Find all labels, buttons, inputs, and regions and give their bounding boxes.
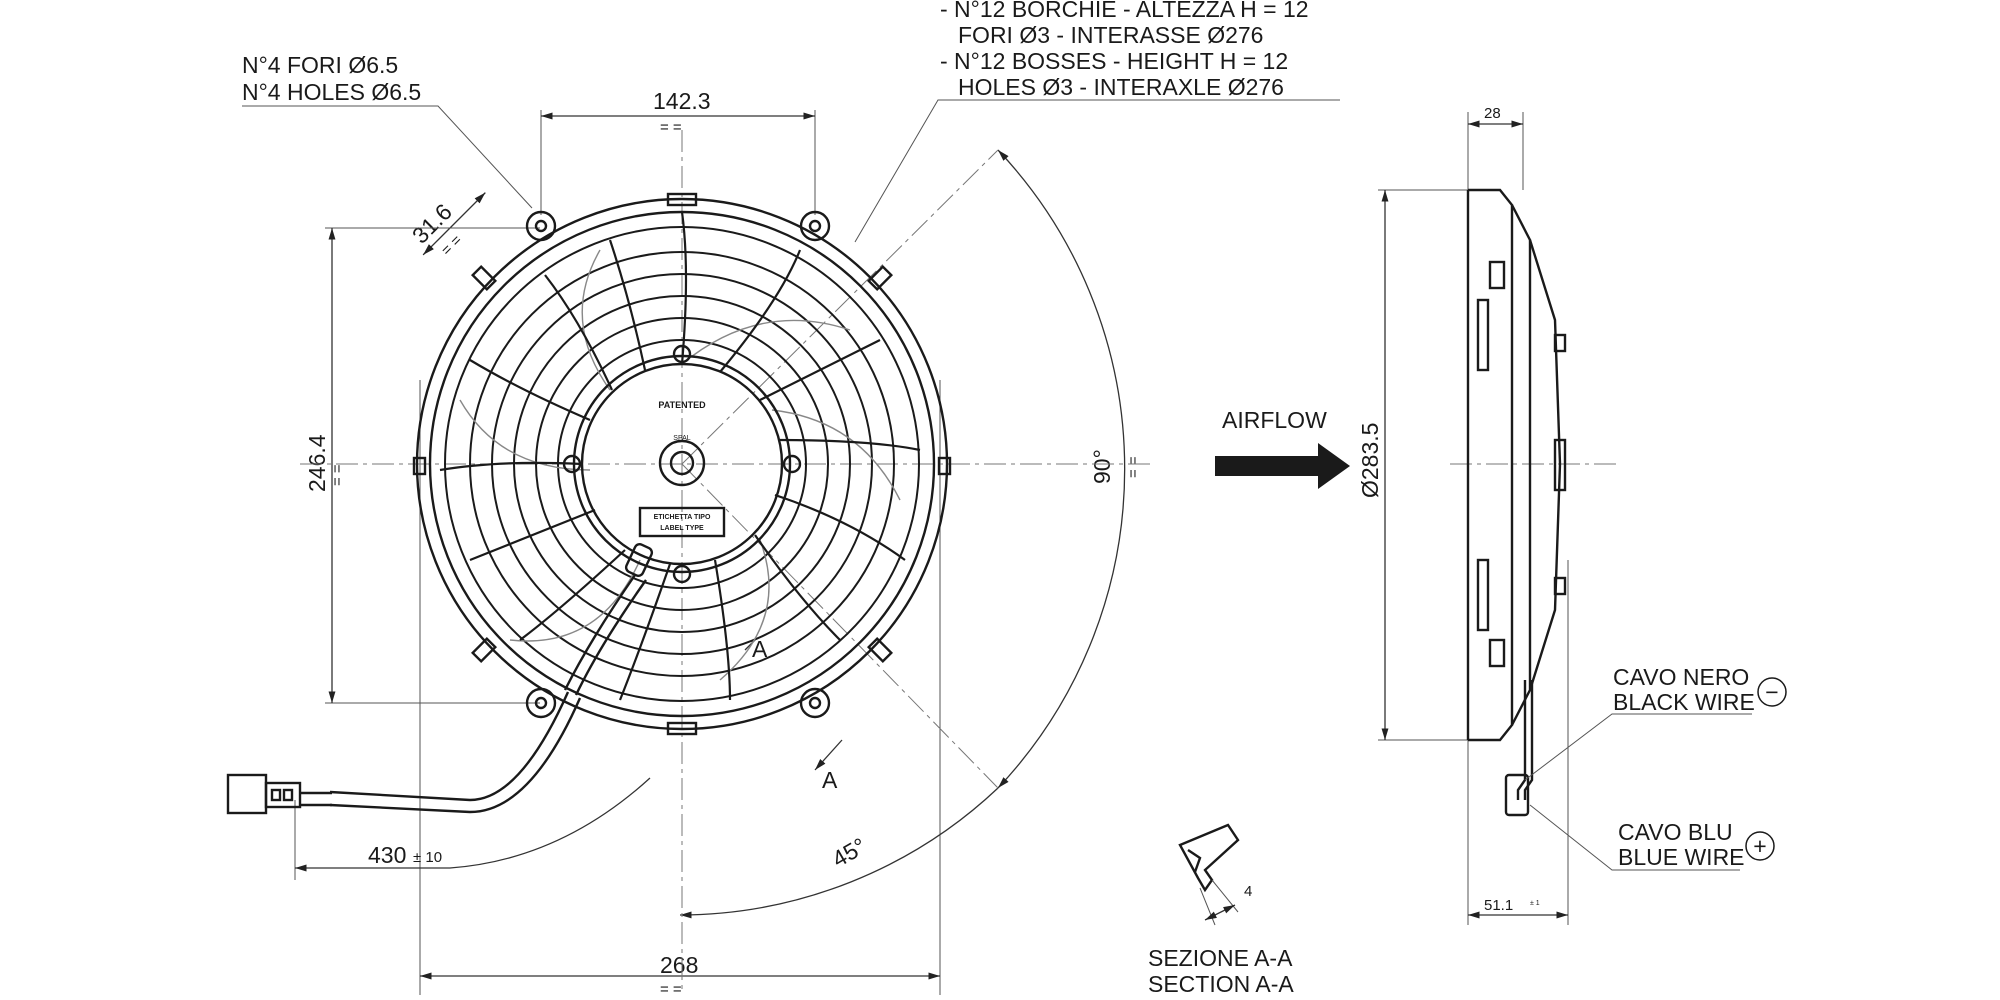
cable-length-value: 430 — [368, 842, 406, 868]
label-type-en: LABEL TYPE — [660, 525, 704, 532]
holes-note-en: N°4 HOLES Ø6.5 — [242, 79, 421, 105]
equal-mark-height: = = — [329, 464, 346, 486]
airflow-arrow-icon — [1215, 443, 1350, 489]
angle-dimensions: 90° = = 45° — [679, 149, 1142, 919]
dimension-268: 268 = = — [419, 380, 941, 998]
bosses-note-it-2: FORI Ø3 - INTERASSE Ø276 — [958, 22, 1263, 48]
depth-top-value: 28 — [1484, 105, 1501, 122]
equal-mark-bottom: = = — [660, 981, 682, 998]
cable-length-tol: ± 10 — [413, 849, 442, 866]
positive-symbol: + — [1753, 833, 1766, 859]
depth-bottom-value: 51.1 — [1484, 897, 1513, 914]
dimension-246-4: 246.4 = = — [304, 227, 540, 704]
fan-side-view: Ø283.5 28 51.1 ± 1 — [1357, 105, 1620, 925]
airflow-indicator: AIRFLOW — [1215, 407, 1350, 489]
blue-wire-it: CAVO BLU — [1618, 819, 1733, 845]
dimension-31-6: 31.6 = = — [407, 192, 486, 259]
angle-90-value: 90° — [1089, 449, 1115, 484]
grille-spokes — [439, 211, 921, 701]
section-cut-marker: A A — [744, 636, 843, 793]
bosses-note: - N°12 BORCHIE - ALTEZZA H = 12 FORI Ø3 … — [854, 0, 1340, 243]
dimension-430-cable: 430 ± 10 — [294, 777, 651, 880]
holes-note-it: N°4 FORI Ø6.5 — [242, 52, 398, 78]
dimension-142-3-value: 142.3 — [653, 88, 711, 114]
section-marker-upper: A — [752, 636, 768, 662]
angle-45-value: 45° — [828, 832, 871, 872]
positive-icon — [1745, 831, 1775, 861]
blue-wire-callout: CAVO BLU BLUE WIRE + — [1529, 804, 1775, 871]
black-wire-callout: CAVO NERO BLACK WIRE − — [1524, 664, 1787, 781]
hub-brand-logo: SPAL — [673, 435, 690, 442]
boss-markers — [412, 192, 952, 736]
section-marker-lower: A — [822, 767, 838, 793]
hub-patented-label: PATENTED — [658, 400, 706, 410]
section-title-it: SEZIONE A-A — [1148, 945, 1293, 971]
fan-front-view: PATENTED SPAL ETICHETTA TIPO LABEL TYPE — [226, 130, 1150, 990]
section-title-en: SECTION A-A — [1148, 971, 1294, 997]
motor-cable — [329, 543, 654, 814]
equal-mark-top: = = — [660, 119, 682, 136]
mounting-holes-note: N°4 FORI Ø6.5 N°4 HOLES Ø6.5 — [242, 52, 533, 209]
depth-bottom-tol: ± 1 — [1530, 900, 1540, 907]
blue-wire-en: BLUE WIRE — [1618, 844, 1745, 870]
bosses-note-it-1: - N°12 BORCHIE - ALTEZZA H = 12 — [940, 0, 1309, 22]
fan-blades — [459, 249, 901, 681]
section-dim-value: 4 — [1244, 883, 1252, 900]
wire-connector — [226, 773, 332, 815]
diameter-value: Ø283.5 — [1357, 423, 1383, 498]
black-wire-en: BLACK WIRE — [1613, 689, 1755, 715]
equal-mark-angle: = = — [1125, 456, 1142, 478]
bosses-note-en-2: HOLES Ø3 - INTERAXLE Ø276 — [958, 74, 1284, 100]
negative-symbol: − — [1765, 679, 1778, 705]
bosses-note-en-1: - N°12 BOSSES - HEIGHT H = 12 — [940, 48, 1288, 74]
airflow-label: AIRFLOW — [1222, 407, 1327, 433]
section-a-a: 4 SEZIONE A-A SECTION A-A — [1148, 823, 1294, 997]
dimension-246-4-value: 246.4 — [304, 434, 330, 492]
label-type-it: ETICHETTA TIPO — [654, 514, 711, 521]
negative-icon — [1757, 677, 1787, 707]
dimension-142-3: 142.3 = = — [540, 88, 816, 215]
black-wire-it: CAVO NERO — [1613, 664, 1749, 690]
dimension-268-value: 268 — [660, 952, 698, 978]
